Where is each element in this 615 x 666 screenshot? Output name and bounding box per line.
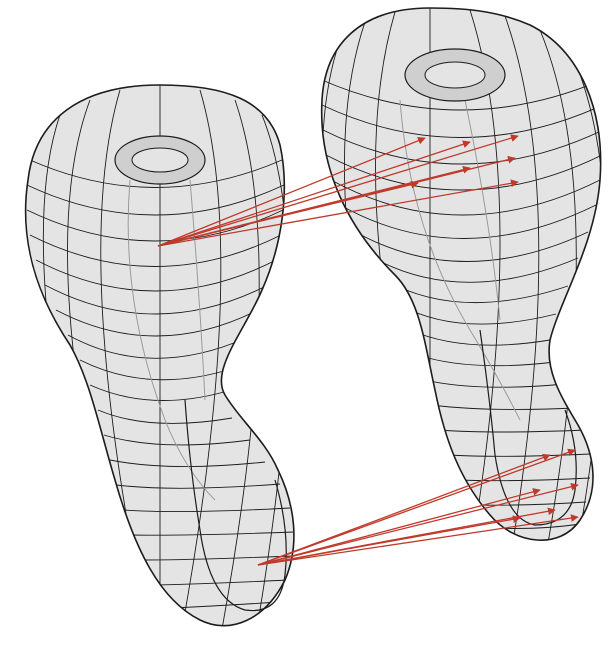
lower-arrow — [258, 517, 578, 565]
left-klein-bottle — [26, 85, 294, 640]
lower-arrow — [258, 518, 520, 565]
right-klein-bottle — [322, 8, 607, 560]
lower-arrow — [258, 490, 540, 565]
